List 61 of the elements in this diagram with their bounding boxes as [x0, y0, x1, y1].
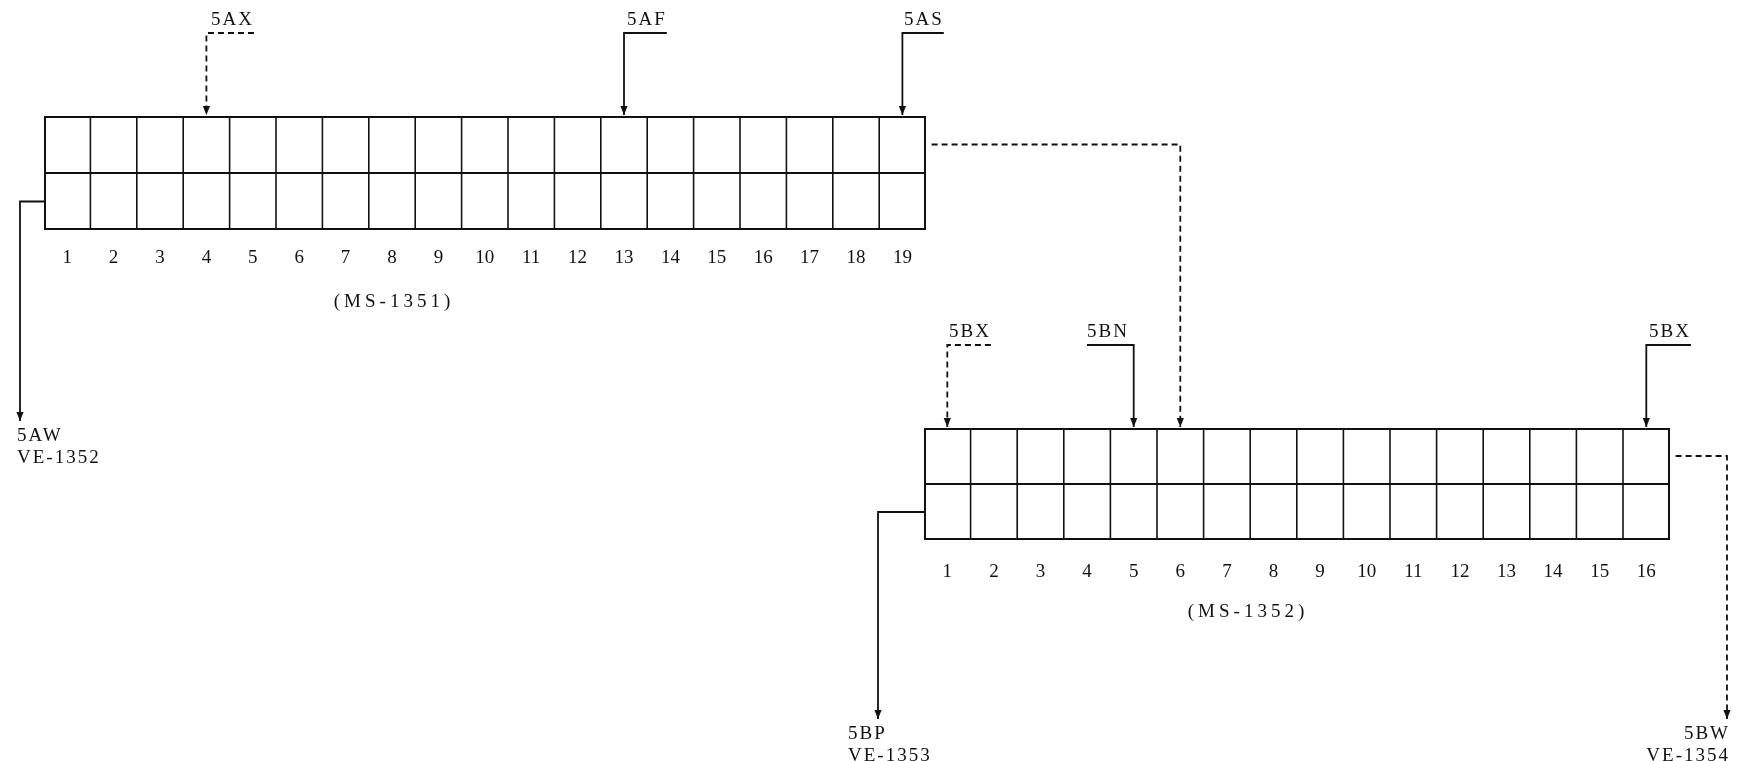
leader-arrow — [202, 32, 255, 116]
terminal-number: 7 — [1221, 560, 1233, 582]
leader-arrow — [943, 344, 992, 428]
terminal-number: 8 — [1267, 560, 1280, 582]
cable-label: VE-1354 — [1646, 744, 1730, 761]
terminal-number: 6 — [1174, 560, 1187, 582]
wire-label: 5BW — [1682, 722, 1730, 744]
leader-arrow — [1086, 344, 1138, 428]
terminal-number: 6 — [293, 246, 305, 268]
terminal-strip — [44, 116, 926, 230]
terminal-number: 5 — [1127, 560, 1140, 582]
terminal-number: 8 — [386, 246, 398, 268]
leader-arrow — [874, 511, 925, 720]
wire-label: 5BX — [1649, 320, 1691, 342]
terminal-number: 13 — [613, 246, 635, 268]
wire-label: 5AS — [904, 8, 944, 30]
terminal-number: 17 — [799, 246, 821, 268]
wire-label: 5BN — [1087, 320, 1129, 342]
terminal-number: 12 — [567, 246, 589, 268]
terminal-number: 14 — [659, 246, 681, 268]
terminal-number: 3 — [1034, 560, 1047, 582]
strip-caption: (MS-1351) — [333, 290, 455, 312]
terminal-number: 1 — [941, 560, 954, 582]
wire-label: 5AX — [211, 8, 254, 30]
wire-label: 5AF — [627, 8, 667, 30]
terminal-number: 4 — [1081, 560, 1093, 582]
terminal-number: 9 — [432, 246, 445, 268]
terminal-number: 11 — [521, 246, 542, 268]
terminal-number: 2 — [988, 560, 1000, 582]
terminal-number: 16 — [1635, 560, 1657, 582]
terminal-number: 14 — [1542, 560, 1564, 582]
terminal-number: 4 — [200, 246, 213, 268]
terminal-number: 10 — [1356, 560, 1378, 582]
terminal-number: 3 — [154, 246, 166, 268]
terminal-number: 13 — [1496, 560, 1517, 582]
leader-arrow — [930, 143, 1184, 428]
cable-label: VE-1353 — [848, 744, 932, 761]
leader-arrow — [1642, 344, 1692, 428]
strip-caption: (MS-1352) — [1187, 600, 1309, 622]
terminal-number: 12 — [1449, 560, 1471, 582]
terminal-number: 19 — [891, 246, 913, 268]
terminal-number: 5 — [247, 246, 259, 268]
terminal-number: 15 — [1589, 560, 1611, 582]
terminal-number: 18 — [845, 246, 867, 268]
leader-arrow — [1674, 455, 1731, 720]
terminal-number: 1 — [61, 246, 73, 268]
terminal-number: 11 — [1403, 560, 1424, 582]
terminal-number: 16 — [752, 246, 774, 268]
terminal-number: 15 — [706, 246, 728, 268]
terminal-strip — [924, 428, 1670, 540]
terminal-number: 7 — [339, 246, 352, 268]
leader-arrow — [620, 32, 668, 116]
leader-arrow — [898, 32, 945, 116]
wire-label: 5AW — [17, 424, 64, 446]
terminal-number: 10 — [474, 246, 496, 268]
terminal-number: 9 — [1314, 560, 1326, 582]
cable-label: VE-1352 — [17, 446, 101, 468]
wire-label: 5BX — [949, 320, 991, 342]
wire-label: 5BP — [848, 722, 888, 744]
leader-arrow — [16, 200, 45, 422]
terminal-number: 2 — [107, 246, 120, 268]
